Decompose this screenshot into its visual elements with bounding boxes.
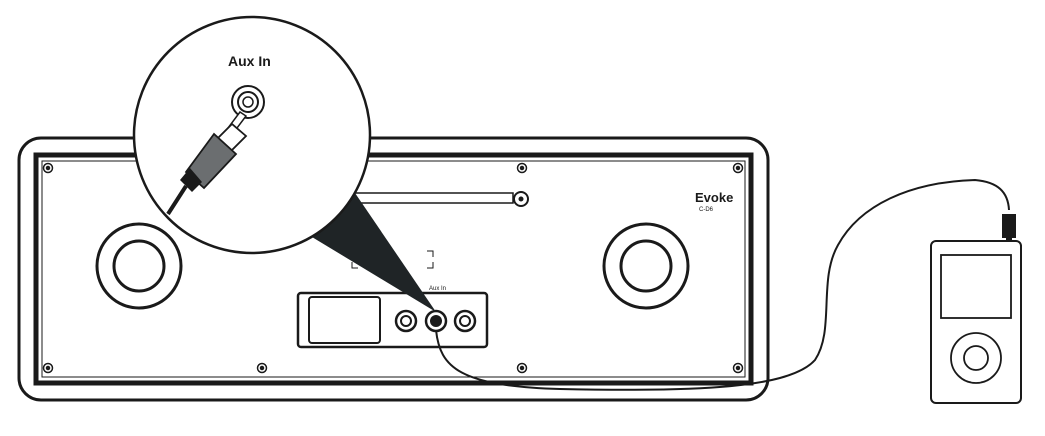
media-player-icon bbox=[930, 214, 1022, 404]
screw-icon bbox=[732, 362, 744, 374]
screws bbox=[42, 162, 744, 374]
aux-in-port-label: Aux In bbox=[429, 286, 446, 292]
aux-plug-closeup bbox=[166, 110, 248, 216]
audio-cable bbox=[435, 178, 1010, 391]
display-window-outline bbox=[351, 250, 434, 269]
radio-front-panel-inner bbox=[41, 160, 746, 378]
speaker-right bbox=[602, 222, 690, 310]
cd-slot bbox=[308, 296, 381, 344]
click-wheel-icon bbox=[950, 332, 1002, 384]
callout-wedge bbox=[307, 193, 436, 312]
aux-in-socket bbox=[424, 309, 448, 333]
brand-label: Evoke bbox=[695, 190, 733, 205]
screw-icon bbox=[516, 362, 528, 374]
connector-panel: Aux In bbox=[296, 286, 489, 349]
socket-right bbox=[453, 309, 477, 333]
aux-socket-closeup bbox=[231, 85, 265, 119]
screw-icon bbox=[516, 162, 528, 174]
player-plug bbox=[1002, 214, 1016, 238]
callout-magnifier: Aux In bbox=[132, 15, 372, 255]
speaker-left bbox=[95, 222, 183, 310]
socket-left bbox=[394, 309, 418, 333]
player-screen bbox=[940, 254, 1012, 319]
screw-icon bbox=[732, 162, 744, 174]
screw-icon bbox=[42, 162, 54, 174]
screw-icon bbox=[256, 362, 268, 374]
screw-icon bbox=[42, 362, 54, 374]
callout-title: Aux In bbox=[228, 53, 271, 69]
model-label: C-D6 bbox=[699, 207, 714, 213]
